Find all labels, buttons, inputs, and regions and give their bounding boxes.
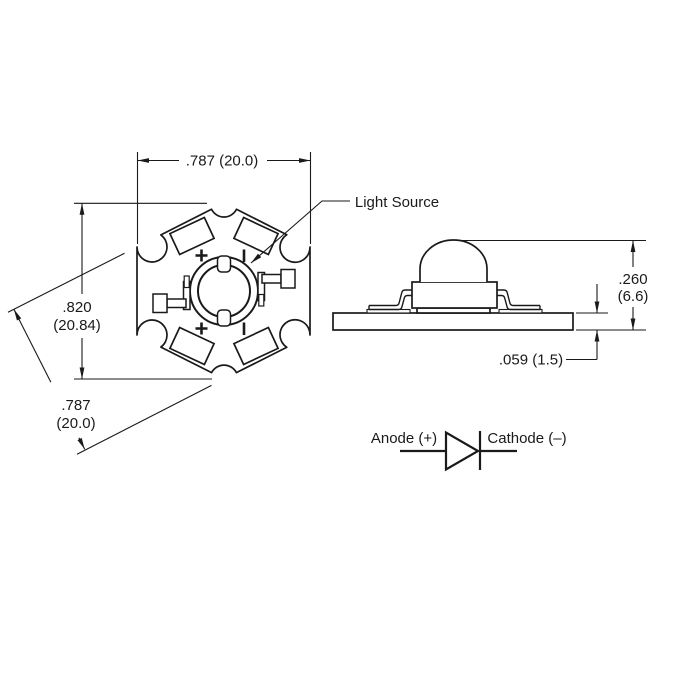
solder-pad [168, 216, 216, 256]
diode-symbol: Anode (+) Cathode (–) [371, 430, 567, 472]
led-emitter [152, 255, 296, 327]
dim-assembly-height-value: .260 [618, 271, 647, 288]
dimension-line [13, 308, 52, 383]
dim-diagonal-width: .787 (20.0) [7, 252, 212, 455]
anode-lead-arm [166, 298, 187, 309]
gull-wing-lead-left [368, 289, 412, 311]
emitter-top-tab [216, 255, 232, 273]
cathode-lead-slot [258, 293, 265, 307]
anode-lead-pad [152, 293, 168, 314]
extension-line [7, 252, 125, 313]
dim-assembly-height: .260 (6.6) [456, 239, 649, 331]
dim-top-width: .787 (20.0) [136, 152, 312, 244]
led-package-body [411, 281, 498, 309]
dim-board-thickness-text: .059 (1.5) [499, 352, 563, 369]
board-cross-section [332, 312, 574, 331]
dim-overall-height-value: .820 [62, 299, 91, 316]
solder-pad [168, 326, 216, 366]
dim-diagonal-width-value: .787 [61, 397, 90, 414]
dim-overall-height: .820 (20.84) [53, 202, 212, 380]
anode-lead-slot [183, 275, 190, 289]
plus-mark [195, 322, 208, 335]
leader-line [250, 200, 350, 264]
diode-triangle [444, 430, 481, 472]
dome-lens [419, 239, 488, 282]
cathode-label: Cathode (–) [487, 430, 566, 447]
dim-overall-height-metric: (20.84) [53, 317, 101, 334]
light-source-callout: Light Source [250, 194, 439, 264]
dim-top-width-text: .787 (20.0) [186, 153, 259, 170]
gull-wing-lead-right [497, 289, 541, 311]
light-source-label: Light Source [355, 194, 439, 211]
anode-label: Anode (+) [371, 430, 437, 447]
extension-line [76, 384, 212, 455]
dimension-line [77, 437, 86, 450]
dim-diagonal-width-metric: (20.0) [56, 415, 95, 432]
cathode-lead-pad [280, 268, 296, 289]
side-view [332, 239, 574, 331]
dim-board-thickness: .059 (1.5) [499, 284, 608, 369]
cathode-lead-arm [261, 273, 282, 284]
dim-assembly-height-metric: (6.6) [618, 288, 649, 305]
solder-pad [232, 326, 280, 366]
star-board-top-view [136, 208, 311, 374]
plus-mark [195, 249, 208, 262]
emitter-bottom-tab [216, 309, 232, 327]
